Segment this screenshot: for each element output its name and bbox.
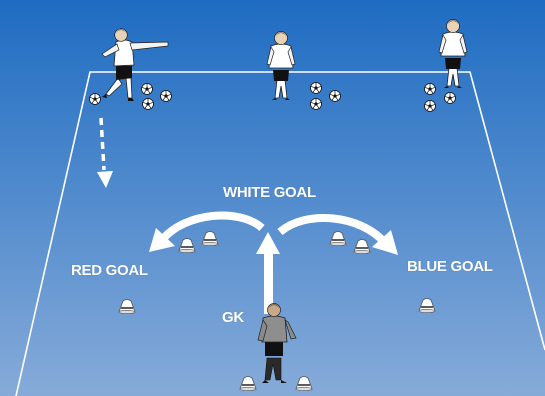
player-kicking [101, 28, 169, 101]
ball [141, 83, 153, 95]
curved-arrow-right [277, 213, 398, 255]
blue-goal-label: BLUE GOAL [407, 258, 493, 275]
ball [424, 83, 436, 95]
gk-arrow-up [256, 232, 280, 314]
goalkeeper [257, 303, 297, 383]
curved-arrow-left [149, 211, 265, 252]
gk-label: GK [222, 309, 244, 326]
ball [444, 92, 456, 104]
ball [424, 100, 436, 112]
dotted-run-arrow [97, 117, 113, 188]
ball [142, 98, 154, 110]
ball [329, 90, 341, 102]
white-goal-label: WHITE GOAL [223, 184, 316, 201]
ball [310, 98, 322, 110]
red-goal-label: RED GOAL [71, 262, 148, 279]
ball [310, 82, 322, 94]
ball [160, 90, 172, 102]
ball [89, 93, 101, 105]
